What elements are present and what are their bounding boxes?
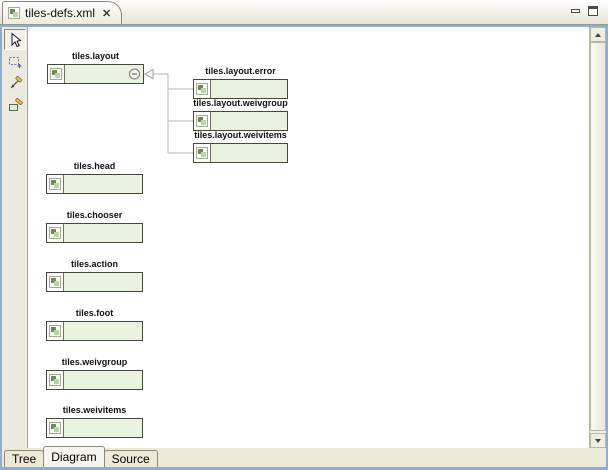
tile-icon-cell [194,80,211,98]
node-label: tiles.layout.error [205,66,276,76]
marquee-tool-button[interactable] [4,51,26,72]
diagram-node[interactable]: tiles.action [46,259,143,292]
xml-file-icon [8,7,20,19]
node-field[interactable] [211,112,287,130]
diagram-node[interactable]: tiles.weivitems [46,405,143,438]
maximize-icon[interactable] [588,6,598,16]
tile-icon [49,325,61,337]
diagram-node[interactable]: tiles.layout.error [193,66,288,99]
node-box[interactable] [46,321,143,341]
up-arrow-icon [595,32,601,37]
cursor-arrow-icon [11,31,22,47]
tile-icon [196,83,208,95]
node-box[interactable] [46,418,143,438]
tile-icon [49,178,61,190]
editor-tab-tiles-defs[interactable]: tiles-defs.xml ✕ [2,1,123,24]
node-box[interactable] [46,223,143,243]
editor-tab-title: tiles-defs.xml [25,6,96,20]
node-field[interactable] [64,273,142,291]
diagram-canvas[interactable]: tiles.layout tiles.layout.error tiles.la… [28,27,589,448]
scroll-down-button[interactable] [590,433,606,448]
node-field[interactable] [211,144,287,162]
diagram-node[interactable]: tiles.layout [47,51,144,84]
tile-icon [196,115,208,127]
connection-lines [143,68,193,154]
connection-pencil-icon [10,75,22,88]
tile-icon-cell [194,112,211,130]
tile-icon-cell [47,224,64,242]
tab-source-label: Source [111,452,150,466]
node-field[interactable] [64,419,142,437]
tile-icon-cell [47,371,64,389]
node-label: tiles.layout.weivgroup [193,98,288,108]
node-field[interactable] [64,224,142,242]
node-box[interactable] [193,79,288,99]
tile-icon-cell [47,419,64,437]
new-node-tool-button[interactable] [4,95,26,116]
node-field[interactable] [64,371,142,389]
node-label: tiles.head [73,161,116,171]
node-box[interactable] [193,111,288,131]
close-icon[interactable]: ✕ [102,7,112,20]
node-label: tiles.chooser [66,210,123,220]
node-label: tiles.weivitems [62,405,127,415]
node-label: tiles.layout.weivitems [194,130,287,140]
tile-icon [49,227,61,239]
tile-icon-cell [194,144,211,162]
node-box[interactable] [46,370,143,390]
marquee-icon [8,56,21,68]
node-label: tiles.weivgroup [61,357,128,367]
tile-icon [196,147,208,159]
tile-icon-cell [47,273,64,291]
scrollbar-track[interactable] [590,42,606,433]
node-field[interactable] [64,322,142,340]
tool-palette [2,27,28,448]
tile-icon [49,374,61,386]
editor-frame: tiles.layout tiles.layout.error tiles.la… [0,25,608,470]
node-box[interactable] [46,174,143,194]
tile-icon-cell [48,65,65,83]
editor-tab-bar: tiles-defs.xml ✕ [0,0,608,25]
minimize-icon[interactable] [571,9,580,13]
tab-tree[interactable]: Tree [4,450,45,467]
tab-source[interactable]: Source [103,450,158,467]
down-arrow-icon [595,438,601,443]
tab-diagram[interactable]: Diagram [43,446,105,467]
tile-icon [49,276,61,288]
tile-icon [50,68,62,80]
connection-tool-button[interactable] [4,73,26,94]
node-field[interactable] [64,175,142,193]
node-box[interactable] [193,143,288,163]
bottom-tab-strip: Tree Diagram Source [2,446,606,467]
node-box[interactable] [47,64,144,84]
diagram-node[interactable]: tiles.layout.weivitems [193,130,288,163]
node-box[interactable] [46,272,143,292]
diagram-node[interactable]: tiles.head [46,161,143,194]
select-tool-button[interactable] [3,29,26,50]
collapse-button[interactable] [129,68,140,80]
tile-icon-cell [47,175,64,193]
view-controls [571,6,608,24]
diagram-node[interactable]: tiles.weivgroup [46,357,143,390]
node-label: tiles.foot [75,308,114,318]
vertical-scrollbar[interactable] [589,27,606,448]
node-label: tiles.action [70,259,118,269]
scroll-up-button[interactable] [590,27,606,42]
tab-tree-label: Tree [12,452,37,466]
scrollbar-thumb[interactable] [590,42,606,431]
node-field[interactable] [65,65,143,83]
diagram-node[interactable]: tiles.foot [46,308,143,341]
diagram-node[interactable]: tiles.chooser [46,210,143,243]
node-field[interactable] [211,80,287,98]
diagram-node[interactable]: tiles.layout.weivgroup [193,98,288,131]
tab-diagram-label: Diagram [51,450,97,464]
new-node-pencil-icon [8,97,23,111]
tile-icon-cell [47,322,64,340]
tile-icon [49,422,61,434]
node-label: tiles.layout [71,51,119,61]
